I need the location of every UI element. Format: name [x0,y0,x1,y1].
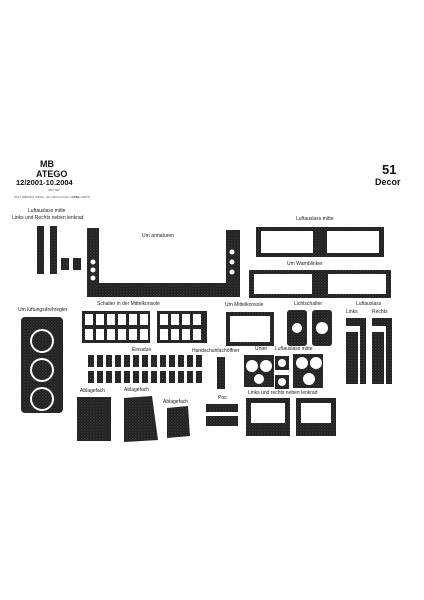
label-um-lueftungsdrehregler: Um lüftungsdrehregler [18,307,68,313]
label-ablagefach-2: Ablagefach [124,387,150,393]
label-neben-lenkrad-bottom: Links und rechts neben lenkrad [248,390,318,396]
lower-side-frames [246,398,336,436]
side-strips [37,226,81,274]
instrument-frame [87,228,240,297]
side-vent-frames [346,318,392,384]
finish-code-2: Kul (9870) [30,195,44,199]
center-vent-rings [275,354,323,389]
label-um-armaturen: Um armaturen [142,233,174,239]
pos-parts [206,404,238,426]
finish-code-3: Alu (9871) [46,195,60,199]
finish-code-4: Carbon (9872) [60,195,80,199]
label-einsatze: Einsatze [132,347,152,353]
set-type: Decor [375,177,401,187]
brand-label: MB [40,159,54,169]
console-switch-frames [82,311,207,343]
label-pos: Pos [218,395,227,401]
center-vent-frame [256,227,384,257]
glovebox-opener [217,357,225,389]
label-neben-lenkrad-top: Links und Rechts neben lenkrad [12,215,84,221]
label-handschuhfachoffner: Handschuhfachöffner [192,348,240,354]
label-luftauslass-sides: Luftauslass [356,301,382,307]
years-label: 12/2001-10.2004 [16,178,73,187]
label-schalter-mittelkonsole: Schalter in der Mittelkonsole [97,301,160,307]
label-rechts: Rechts [372,309,388,315]
set-number: 51 [382,162,397,177]
label-unter: Unter [255,346,268,352]
storage-tray-parts [77,396,190,442]
label-luftauslass-mitte-right: Luftauslass mitte [296,216,334,222]
lower-rings [244,355,274,387]
fan-knob-panel [21,317,63,413]
label-links: Links [346,309,358,315]
sheet-background [0,152,424,450]
inserts-grid [88,355,202,383]
finish-code-5: Titan (9873) [74,195,91,199]
label-luftauslass-mitte-lower: Luftauslass mitte [275,346,313,352]
console-frame [226,312,274,346]
label-lichtschalter: Lichtschalter [294,301,323,307]
finish-code-1: Wurz (9800) [14,195,31,199]
label-um-warnblinker: Um Warnblinker [287,261,323,267]
label-luftauslass-mitte-left: Luftauslass mitte [28,208,66,214]
art-nr-label: ART NR: [48,188,60,192]
light-switch-parts [287,310,332,346]
label-ablagefach-1: Ablagefach [80,388,106,394]
model-label: ATEGO [36,169,68,179]
label-um-mittelkonsole: Um Mittelkonsole [225,302,264,308]
hazard-frame [249,270,391,298]
label-ablagefach-3: Ablagefach [163,399,189,405]
